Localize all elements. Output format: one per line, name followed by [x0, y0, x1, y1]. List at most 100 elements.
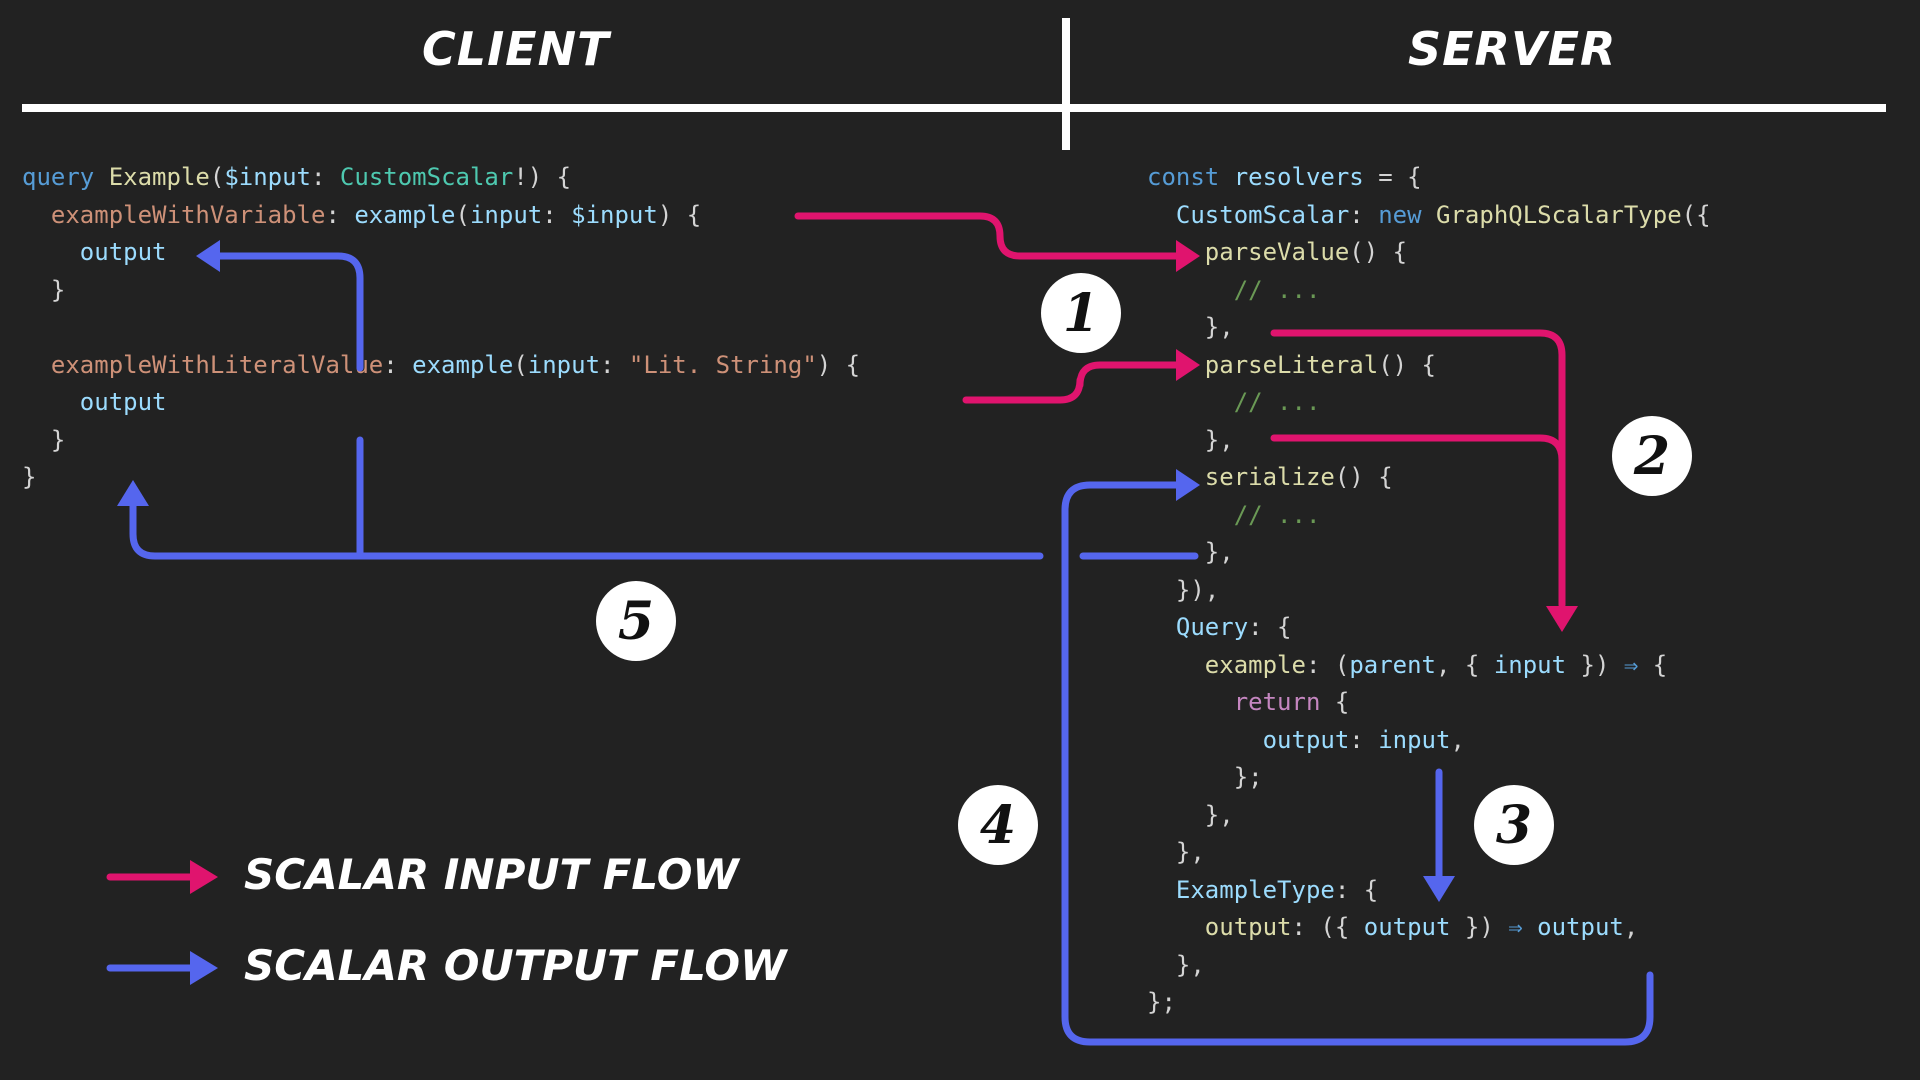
- client-code-token: }: [22, 463, 37, 491]
- step-label-2: 2: [1633, 426, 1670, 487]
- server-code-line: return {: [1147, 684, 1711, 722]
- server-code-token: input: [1493, 650, 1567, 679]
- client-code-token: example: [354, 200, 456, 229]
- server-code-line: },: [1147, 309, 1711, 347]
- legend-input-label: SCALAR INPUT FLOW: [244, 850, 739, 899]
- step-badge-3: 3: [1474, 785, 1554, 865]
- client-code-token: query: [22, 163, 95, 191]
- server-code-token: example: [1204, 650, 1306, 679]
- client-code-token: }: [22, 275, 66, 304]
- server-heading: SERVER: [1408, 22, 1617, 76]
- server-code-token: // ...: [1233, 500, 1321, 529]
- server-code-token: ,: [1450, 725, 1465, 754]
- server-code-line: CustomScalar: new GraphQLScalarType({: [1147, 197, 1711, 235]
- server-code-line: parseLiteral() {: [1147, 347, 1711, 385]
- server-code-token: };: [1147, 763, 1263, 791]
- client-code-line: exampleWithVariable: example(input: $inp…: [22, 197, 860, 235]
- server-code-token: : ({: [1291, 913, 1364, 941]
- server-code-token: // ...: [1233, 388, 1321, 416]
- server-resolvers-code: const resolvers = { CustomScalar: new Gr…: [1147, 159, 1711, 1022]
- server-code-line: output: input,: [1147, 722, 1711, 760]
- client-code-token: !) {: [513, 163, 572, 191]
- server-code-token: : (: [1305, 650, 1350, 679]
- server-code-token: :: [1349, 725, 1379, 754]
- server-code-token: resolvers: [1233, 163, 1364, 191]
- server-code-line: ExampleType: {: [1147, 872, 1711, 910]
- server-code-token: :: [1349, 200, 1379, 229]
- server-code-line: output: ({ output }) ⇒ output,: [1147, 909, 1711, 947]
- client-code-token: exampleWithVariable: [50, 200, 326, 229]
- client-code-token: example: [412, 350, 514, 379]
- client-code-token: }: [22, 425, 66, 454]
- client-code-line: exampleWithLiteralValue: example(input: …: [22, 347, 860, 385]
- server-code-line: };: [1147, 984, 1711, 1022]
- server-code-token: () {: [1378, 350, 1436, 379]
- client-code-token: :: [311, 163, 340, 191]
- legend-output-label: SCALAR OUTPUT FLOW: [244, 941, 787, 990]
- arrow-step-5-variable: [214, 252, 364, 560]
- server-code-token: },: [1147, 538, 1234, 566]
- server-code-token: () {: [1349, 238, 1408, 266]
- server-code-line: },: [1147, 534, 1711, 572]
- server-code-line: // ...: [1147, 272, 1711, 310]
- server-code-line: parseValue() {: [1147, 234, 1711, 272]
- server-code-token: output: [1262, 725, 1350, 754]
- client-code-line: output: [22, 384, 860, 422]
- server-code-token: parseLiteral: [1204, 350, 1379, 379]
- client-code-token: ) {: [657, 200, 702, 229]
- server-code-token: return: [1233, 688, 1321, 716]
- client-code-token: output: [79, 388, 167, 416]
- server-code-token: },: [1147, 425, 1234, 454]
- server-code-token: },: [1147, 800, 1234, 829]
- client-code-token: :: [325, 200, 355, 229]
- step-badge-4: 4: [958, 785, 1038, 865]
- client-code-token: :: [542, 200, 572, 229]
- arrowhead-step-4: [1176, 469, 1200, 501]
- server-code-token: , {: [1436, 650, 1494, 679]
- server-code-token: },: [1147, 313, 1234, 341]
- client-code-line: output: [22, 234, 860, 272]
- server-code-token: : {: [1334, 875, 1379, 904]
- server-code-token: output: [1537, 913, 1624, 941]
- server-code-line: // ...: [1147, 497, 1711, 535]
- client-code-token: (: [209, 163, 225, 191]
- server-code-token: ⇒: [1508, 913, 1523, 941]
- client-code-token: CustomScalar: [339, 163, 514, 191]
- arrowhead-step-5-literal: [117, 480, 149, 506]
- header-divider: [22, 104, 1886, 112]
- server-code-token: parent: [1349, 650, 1437, 679]
- server-code-token: input: [1378, 725, 1451, 754]
- legend-output-arrowhead: [190, 951, 218, 985]
- server-code-line: Query: {: [1147, 609, 1711, 647]
- client-code-line: }: [22, 272, 860, 310]
- arrowhead-step-1: [1176, 240, 1200, 272]
- step-badge-5: 5: [596, 581, 676, 661]
- server-code-line: }),: [1147, 572, 1711, 610]
- step-label-1: 1: [1063, 283, 1099, 344]
- server-code-token: GraphQLScalarType: [1436, 200, 1682, 229]
- server-code-line: serialize() {: [1147, 459, 1711, 497]
- client-code-token: (: [513, 350, 528, 379]
- server-code-line: example: (parent, { input }) ⇒ {: [1147, 647, 1711, 685]
- server-code-token: },: [1147, 838, 1205, 866]
- legend-input-arrowhead: [190, 860, 218, 894]
- arrowhead-step-5-variable: [196, 240, 220, 272]
- client-code-token: :: [383, 350, 413, 379]
- arrowhead-step-2: [1546, 606, 1578, 632]
- arrow-literal: [962, 361, 1182, 404]
- server-code-line: // ...: [1147, 384, 1711, 422]
- server-code-token: serialize: [1204, 463, 1335, 491]
- server-code-token: new: [1378, 200, 1422, 229]
- server-code-line: },: [1147, 947, 1711, 985]
- server-code-token: output: [1363, 913, 1451, 941]
- server-code-token: ⇒: [1623, 650, 1639, 679]
- client-code-token: $input: [224, 163, 312, 191]
- column-divider: [1062, 18, 1070, 150]
- client-code-line: query Example($input: CustomScalar!) {: [22, 159, 860, 197]
- step-label-3: 3: [1496, 795, 1532, 856]
- client-code-token: exampleWithLiteralValue: [50, 350, 384, 379]
- client-code-token: (: [455, 200, 470, 229]
- client-code-token: Example: [108, 163, 210, 191]
- client-code-line: }: [22, 422, 860, 460]
